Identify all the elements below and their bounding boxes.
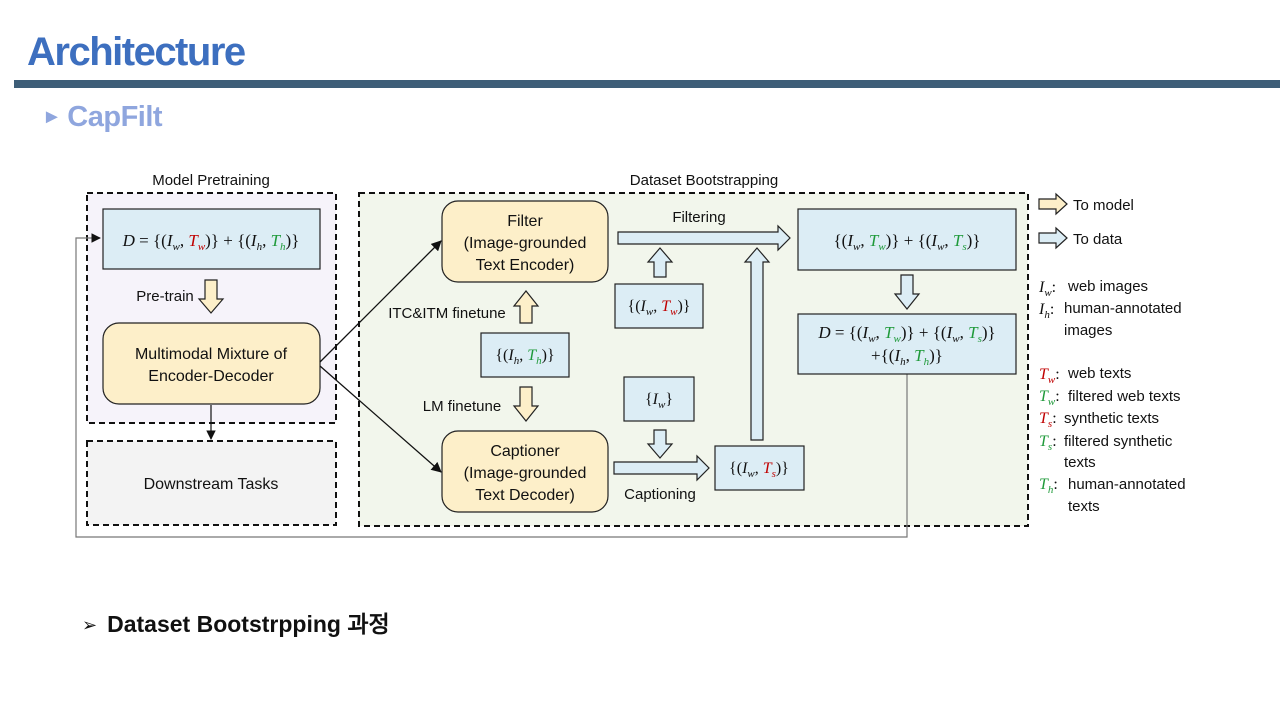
legend-to-model-arrow-icon [1038, 192, 1068, 216]
itc-itm-label: ITC&ITM finetune [388, 305, 506, 322]
captioning-block-arrow [613, 454, 710, 482]
legend-ih-symbol: Ih: [1038, 301, 1054, 321]
final-dataset-formula-line1: D = {(Iw, Tw)} + {(Iw, Ts)} [817, 323, 995, 345]
final-dataset-box [797, 313, 1017, 375]
subtitle-text: CapFilt [67, 101, 163, 133]
pretraining-label: Model Pretraining [152, 172, 270, 189]
filter-line2: (Image-grounded [464, 235, 587, 252]
captioner-line1: Captioner [490, 443, 560, 460]
captioning-label: Captioning [624, 486, 696, 503]
itc-itm-block-arrow [512, 290, 540, 324]
legend-ts-symbol: Ts: [1039, 410, 1057, 430]
captioner-node [441, 430, 609, 513]
legend-tw-symbol: Tw: [1039, 366, 1060, 386]
downstream-panel [86, 440, 337, 526]
filtered-output-formula: {(Iw, Tw)} + {(Iw, Ts)} [834, 231, 981, 253]
legend-to-model-label: To model [1073, 197, 1134, 214]
legend-ts-text: synthetic texts [1064, 410, 1159, 427]
web-images-formula: {Iw} [645, 391, 673, 411]
synthetic-pairs-box [714, 445, 805, 491]
legend-to-data-arrow-icon [1038, 226, 1068, 250]
mixture-model-node [102, 322, 321, 405]
web-pairs-up-arrow [646, 247, 674, 278]
legend-ts-filtered-text: filtered synthetic [1064, 433, 1173, 450]
legend-th-symbol: Th: [1039, 476, 1058, 496]
final-dataset-formula-line2: +{(Ih, Th)} [871, 346, 943, 368]
model-to-captioner-arrow [319, 365, 442, 473]
legend-ih-text-cont: images [1064, 322, 1112, 339]
output-down-arrow [893, 274, 921, 310]
feedback-line [75, 233, 908, 538]
initial-dataset-box [102, 208, 321, 270]
web-images-box [623, 376, 695, 422]
legend-iw-symbol: Iw: [1038, 279, 1056, 299]
captioner-line2: (Image-grounded [464, 465, 587, 482]
web-pairs-box [614, 283, 704, 329]
filter-node [441, 200, 609, 283]
filtering-block-arrow [617, 224, 791, 252]
title-divider [14, 80, 1280, 88]
lm-block-arrow [512, 386, 540, 422]
bootstrapping-label: Dataset Bootstrapping [630, 172, 778, 189]
filtering-label: Filtering [672, 209, 725, 226]
legend-ts-filtered-symbol: Ts: [1039, 433, 1057, 453]
slide-subtitle: ►CapFilt [42, 101, 163, 134]
mixture-model-line1: Multimodal Mixture of [135, 346, 288, 363]
filter-line3: Text Encoder) [476, 257, 575, 274]
model-to-filter-arrow [319, 240, 442, 363]
arrow-bullet-icon: ➢ [82, 615, 98, 635]
human-pairs-box [480, 332, 570, 378]
lm-label: LM finetune [423, 398, 501, 415]
legend-th-text: human-annotated [1068, 476, 1186, 493]
downstream-label: Downstream Tasks [144, 476, 279, 493]
mixture-model-line2: Encoder-Decoder [148, 368, 274, 385]
pretrain-block-arrow [197, 279, 225, 314]
legend-tw-filtered-text: filtered web texts [1068, 388, 1181, 405]
legend-to-data-label: To data [1073, 231, 1123, 248]
legend-tw-text: web texts [1067, 365, 1131, 382]
legend-ih-text: human-annotated [1064, 300, 1182, 317]
web-images-down-arrow [646, 429, 674, 459]
bootstrapping-bullet: ➢ Dataset Bootstrpping 과정 [82, 605, 390, 639]
legend-th-text-cont: texts [1068, 498, 1100, 515]
triangle-bullet-icon: ► [42, 106, 62, 128]
synthetic-to-filter-arrow [743, 247, 771, 441]
captioner-line3: Text Decoder) [475, 487, 575, 504]
legend-ts-filtered-text-cont: texts [1064, 454, 1096, 471]
filtered-output-box [797, 208, 1017, 271]
initial-dataset-formula: D = {(Iw, Tw)} + {(Ih, Th)} [122, 231, 300, 253]
legend-iw-text: web images [1067, 278, 1148, 295]
legend-tw-filtered-symbol: Tw: [1039, 388, 1060, 408]
slide-title: Architecture [27, 30, 246, 74]
filter-line1: Filter [507, 213, 543, 230]
pretrain-label: Pre-train [136, 288, 194, 305]
bullet-text: Dataset Bootstrpping 과정 [107, 611, 390, 637]
